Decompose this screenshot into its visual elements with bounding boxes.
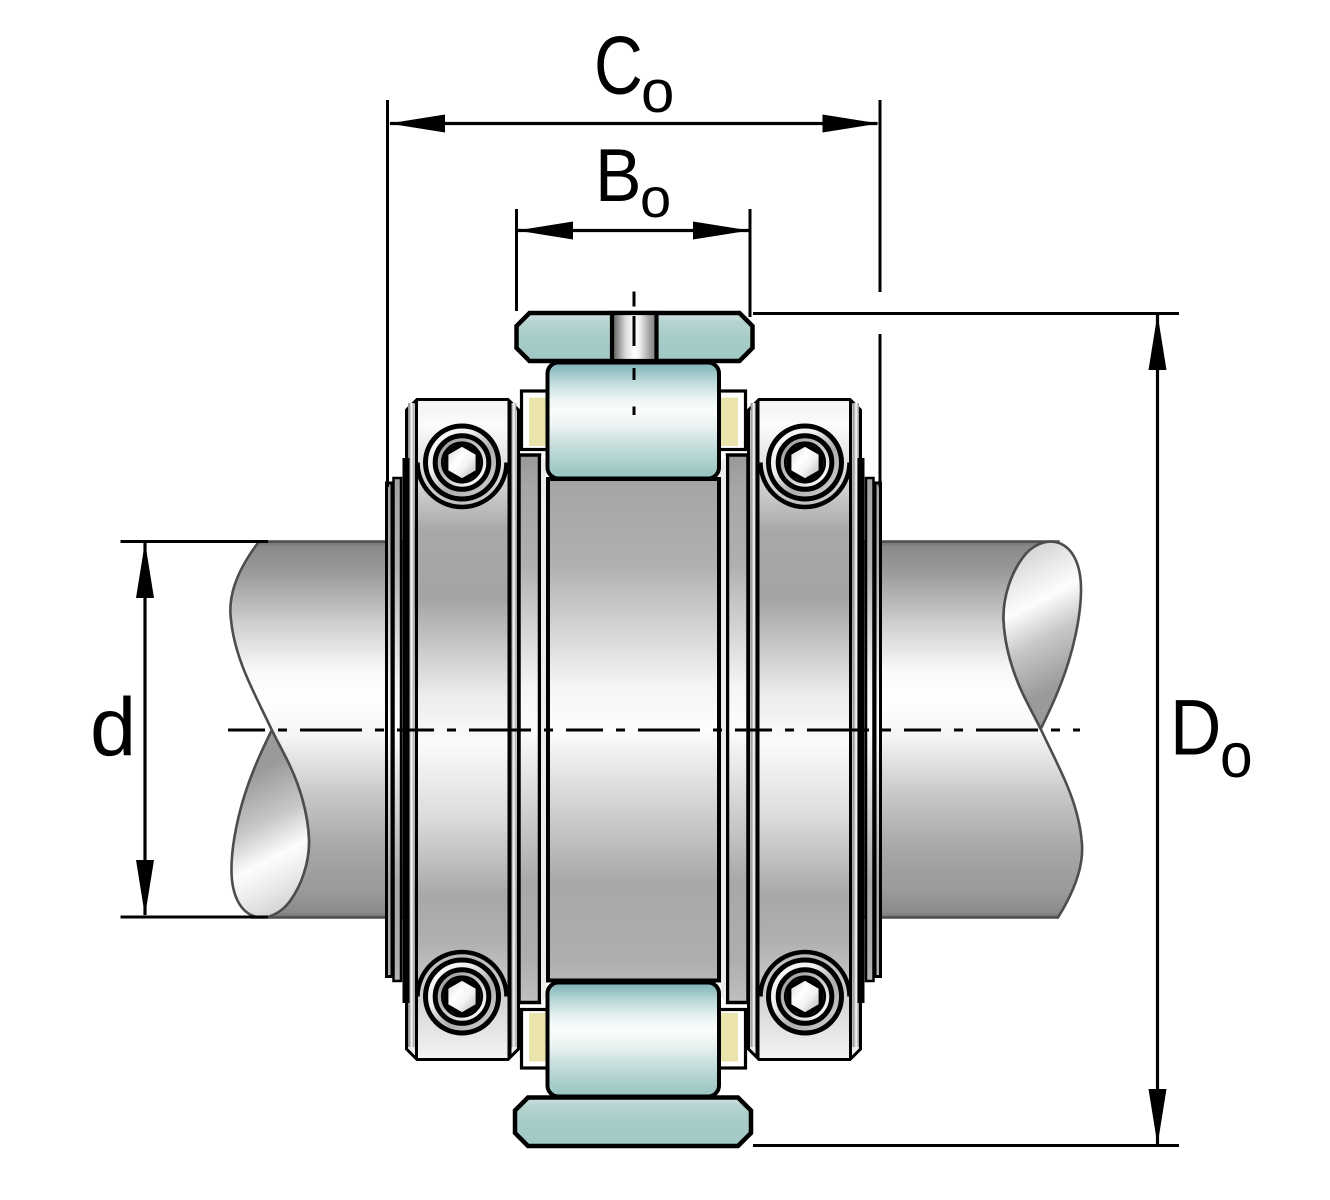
svg-text:B: B — [595, 134, 642, 218]
svg-text:D: D — [1170, 683, 1221, 771]
svg-text:o: o — [641, 58, 674, 125]
svg-text:o: o — [640, 166, 671, 229]
svg-text:o: o — [1220, 720, 1253, 790]
svg-text:C: C — [594, 19, 643, 111]
svg-text:d: d — [90, 681, 136, 774]
